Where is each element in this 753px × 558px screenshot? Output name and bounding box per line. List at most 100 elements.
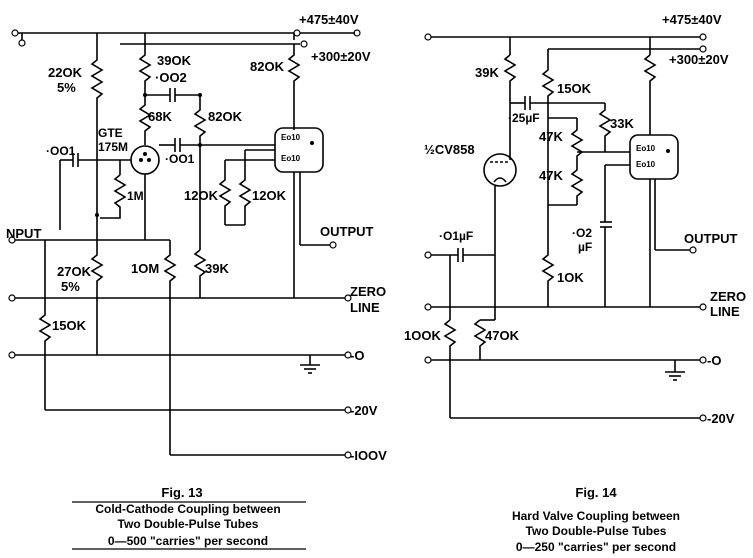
- label-c001-mid: ·OO1: [165, 152, 195, 166]
- label-output-b: OUTPUT: [684, 231, 738, 246]
- terminal: [11, 29, 19, 37]
- terminal-300v: [300, 40, 308, 48]
- label-475v-b: +475±40V: [662, 12, 722, 27]
- resistor-10m: [163, 240, 177, 455]
- label-r39k-b: 39K: [475, 65, 499, 80]
- fig14-caption-line1: Hard Valve Coupling between: [512, 509, 680, 523]
- label-c001-in: ·OO1: [46, 144, 76, 158]
- label-minus20v: -20V: [350, 403, 378, 418]
- resistor-120k-b: [238, 150, 252, 225]
- label-r33k: 33K: [610, 116, 634, 131]
- resistor-1m: [100, 174, 127, 219]
- svg-text:Eo10: Eo10: [281, 154, 301, 163]
- label-r150k-b: 15OK: [557, 81, 592, 96]
- fig14-title: Fig. 14: [575, 485, 617, 500]
- label-r100k: 1OOK: [404, 328, 441, 343]
- resistor-820k: [193, 95, 207, 145]
- label-0v-b: -O: [707, 353, 721, 368]
- resistor-100k: [443, 319, 457, 418]
- label-r47k-a: 47K: [539, 129, 563, 144]
- svg-text:Eo10: Eo10: [636, 144, 656, 153]
- label-r1m: 1M: [127, 189, 144, 203]
- terminal-zero-line-b: [699, 303, 707, 311]
- resistor-270k: [90, 215, 104, 355]
- label-r120k-a: 12OK: [184, 188, 219, 203]
- terminal-475v: [353, 29, 361, 37]
- terminal-minus20v: [344, 406, 352, 414]
- label-r150k: 15OK: [52, 318, 87, 333]
- label-c02uf-2: µF: [578, 240, 592, 254]
- fig14-caption-line3: 0—250 "carries" per second: [516, 540, 676, 554]
- terminal-input-b: [424, 251, 432, 259]
- resistor-150k: [38, 240, 52, 410]
- label-c01uf: ·O1µF: [439, 229, 473, 243]
- resistor-33k: [598, 103, 612, 152]
- svg-text:Eo10: Eo10: [636, 160, 656, 169]
- label-r270k: 27OK: [57, 264, 92, 279]
- resistor-220k: [90, 40, 104, 215]
- resistor-68k: [138, 95, 152, 145]
- fig14-circuit: Eo10 Eo10: [424, 33, 707, 422]
- resistor-390k: [138, 40, 152, 95]
- terminal-output-b: [689, 246, 697, 254]
- label-r10k: 1OK: [557, 270, 584, 285]
- fig13-title: Fig. 13: [161, 485, 202, 500]
- label-0v: -O: [350, 348, 364, 363]
- label-r68k: 68K: [148, 109, 172, 124]
- label-tube-gte: GTE: [98, 126, 123, 140]
- label-tube-175m: 175M: [98, 140, 128, 154]
- label-cv858: ½CV858: [424, 142, 475, 157]
- terminal-input: [8, 236, 16, 244]
- resistor-47k-a: [570, 118, 584, 165]
- terminal-475v-b: [699, 33, 707, 41]
- tube-cv858: [483, 153, 517, 187]
- terminal-minus20v-b: [699, 414, 707, 422]
- label-r82k-top: 82OK: [250, 59, 285, 74]
- label-c25uf: ·25µF: [508, 111, 540, 125]
- resistor-39k-b: [503, 54, 517, 103]
- resistor-470k: [473, 319, 487, 360]
- terminal-0v: [344, 351, 352, 359]
- resistor-120k-a: [218, 160, 232, 225]
- terminal-0v-b: [699, 356, 707, 364]
- fig13-caption-line2: Two Double-Pulse Tubes: [118, 517, 259, 531]
- label-r220k: 22OK: [48, 65, 83, 80]
- label-zero-line-b-2: LINE: [710, 304, 740, 319]
- label-zero-line-2: LINE: [350, 300, 380, 315]
- svg-text:Eo10: Eo10: [281, 133, 301, 142]
- label-r470k: 47OK: [485, 328, 520, 343]
- fig13-circuit: Eo10 Eo10: [8, 29, 361, 459]
- label-475v: +475±40V: [299, 12, 359, 27]
- label-r390k: 39OK: [157, 53, 192, 68]
- resistor-39k: [193, 249, 207, 298]
- resistor-820k-b: [643, 54, 657, 135]
- resistor-10k: [541, 205, 555, 307]
- tube-gte175m: [130, 145, 160, 175]
- terminal-zero-line: [344, 294, 352, 302]
- double-pulse-tube-2: [629, 134, 679, 180]
- label-r820k: 82OK: [208, 109, 243, 124]
- label-c02uf-1: ·O2: [572, 226, 592, 240]
- label-300v: +300±20V: [311, 49, 371, 64]
- fig14-caption-line2: Two Double-Pulse Tubes: [526, 524, 667, 538]
- fig13-caption-line3: 0—500 "carries" per second: [108, 534, 268, 548]
- resistor-150k-b: [541, 49, 555, 118]
- terminal-output: [329, 241, 337, 249]
- label-zero-line-1: ZERO: [350, 284, 386, 299]
- label-r120k-b: 12OK: [252, 188, 287, 203]
- resistor-47k-b: [570, 165, 584, 205]
- label-output: OUTPUT: [320, 224, 374, 239]
- label-zero-line-b-1: ZERO: [710, 289, 746, 304]
- label-r47k-b: 47K: [539, 168, 563, 183]
- terminal-300v-b: [699, 45, 707, 53]
- resistor-820k-anode: [287, 44, 301, 130]
- terminal-minus100v: [344, 451, 352, 459]
- terminal: [293, 29, 301, 37]
- label-300v-b: +300±20V: [669, 52, 729, 67]
- label-r270k-tol: 5%: [61, 279, 80, 294]
- terminal: [18, 39, 26, 47]
- fig13-caption-line1: Cold-Cathode Coupling between: [95, 502, 280, 516]
- label-c002: ·OO2: [155, 70, 187, 85]
